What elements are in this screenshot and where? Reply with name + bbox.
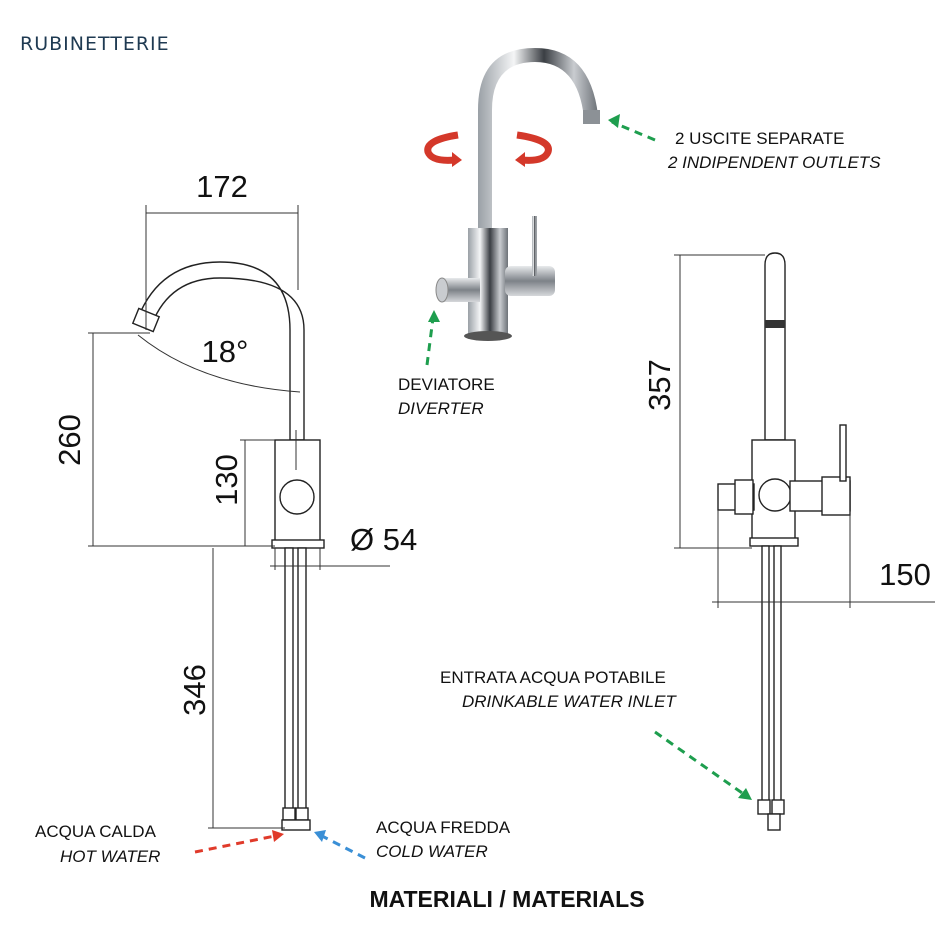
outlets-label-it: 2 USCITE SEPARATE [675, 129, 844, 148]
diverter-arrow [425, 317, 435, 366]
inlet-label-it: ENTRATA ACQUA POTABILE [440, 668, 666, 687]
rotate-right-icon [515, 131, 552, 167]
diverter-label-en: DIVERTER [398, 399, 484, 418]
inlet-arrow [654, 730, 746, 797]
cold-label-it: ACQUA FREDDA [376, 818, 511, 837]
hot-label-it: ACQUA CALDA [35, 822, 157, 841]
hot-arrow [194, 834, 276, 854]
dim-150: 150 [879, 557, 931, 592]
diverter-label-it: DEVIATORE [398, 375, 495, 394]
dim-angle: 18° [202, 334, 249, 369]
cold-label-en: COLD WATER [376, 842, 488, 861]
rotate-left-icon [424, 131, 462, 167]
brand-logo: RUBINETTERIE [20, 33, 170, 55]
front-view-faucet [717, 252, 851, 831]
materials-footer: MATERIALI / MATERIALS [369, 886, 644, 912]
outlets-label-en: 2 INDIPENDENT OUTLETS [667, 153, 881, 172]
dim-260: 260 [52, 414, 87, 466]
outlets-arrow [611, 120, 656, 142]
cold-arrow [321, 834, 366, 860]
dim-diameter: Ø 54 [350, 522, 417, 557]
inlet-label-en: DRINKABLE WATER INLET [462, 692, 677, 711]
dim-172: 172 [196, 169, 248, 204]
hot-label-en: HOT WATER [60, 847, 160, 866]
front-view-dimensions: 357 150 [642, 254, 935, 608]
side-view-dimensions: 172 260 18° 130 Ø 54 346 [52, 169, 417, 829]
side-view-faucet [131, 261, 325, 831]
dim-346: 346 [177, 664, 212, 716]
dim-357: 357 [642, 359, 677, 411]
faucet-photo [424, 48, 600, 341]
dim-130: 130 [209, 454, 244, 506]
